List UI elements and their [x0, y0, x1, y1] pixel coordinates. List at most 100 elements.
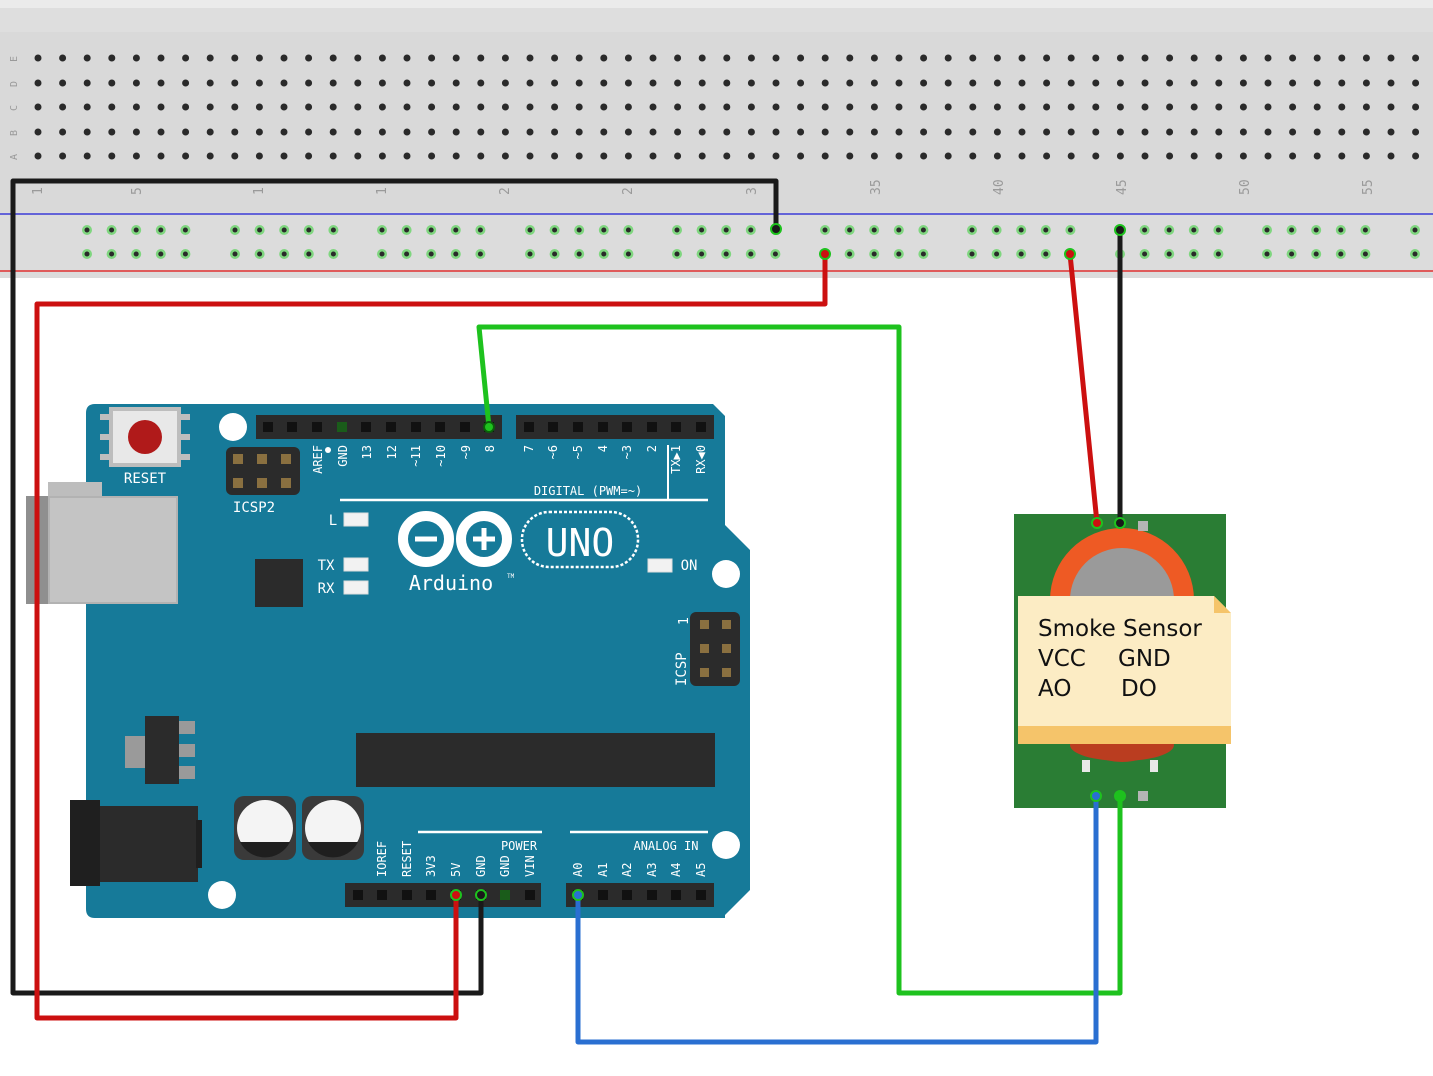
breadboard-hole[interactable]	[551, 152, 559, 160]
breadboard-hole[interactable]	[34, 103, 42, 111]
breadboard-hole[interactable]	[1141, 152, 1149, 160]
header-socket[interactable]	[573, 422, 583, 432]
breadboard-hole[interactable]	[747, 54, 755, 62]
breadboard-hole[interactable]	[1387, 54, 1395, 62]
breadboard-hole[interactable]	[354, 79, 362, 87]
breadboard-hole[interactable]	[674, 103, 682, 111]
breadboard-hole[interactable]	[1190, 79, 1198, 87]
breadboard-hole[interactable]	[944, 128, 952, 136]
breadboard-hole[interactable]	[501, 54, 509, 62]
breadboard-hole[interactable]	[1313, 152, 1321, 160]
breadboard-hole[interactable]	[969, 152, 977, 160]
breadboard-hole[interactable]	[1264, 54, 1272, 62]
breadboard-hole[interactable]	[157, 79, 165, 87]
breadboard-hole[interactable]	[1141, 103, 1149, 111]
breadboard-hole[interactable]	[870, 128, 878, 136]
breadboard-hole[interactable]	[255, 79, 263, 87]
breadboard-hole[interactable]	[575, 54, 583, 62]
breadboard-hole[interactable]	[59, 128, 67, 136]
header-socket[interactable]	[377, 890, 387, 900]
breadboard-hole[interactable]	[1141, 54, 1149, 62]
header-socket[interactable]	[402, 890, 412, 900]
breadboard-hole[interactable]	[575, 152, 583, 160]
breadboard-hole[interactable]	[1018, 79, 1026, 87]
breadboard-hole[interactable]	[649, 128, 657, 136]
breadboard-hole[interactable]	[34, 128, 42, 136]
breadboard-hole[interactable]	[354, 54, 362, 62]
breadboard-hole[interactable]	[920, 79, 928, 87]
breadboard-hole[interactable]	[649, 79, 657, 87]
breadboard-hole[interactable]	[821, 152, 829, 160]
breadboard-hole[interactable]	[1362, 103, 1370, 111]
breadboard-hole[interactable]	[1338, 128, 1346, 136]
breadboard-hole[interactable]	[280, 54, 288, 62]
breadboard-hole[interactable]	[34, 79, 42, 87]
breadboard-hole[interactable]	[674, 54, 682, 62]
reset-button-cap[interactable]	[128, 420, 162, 454]
breadboard-hole[interactable]	[1092, 128, 1100, 136]
breadboard-hole[interactable]	[698, 152, 706, 160]
breadboard-hole[interactable]	[895, 128, 903, 136]
breadboard-hole[interactable]	[59, 54, 67, 62]
breadboard-hole[interactable]	[83, 152, 91, 160]
breadboard-hole[interactable]	[575, 128, 583, 136]
breadboard-hole[interactable]	[1166, 54, 1174, 62]
breadboard-hole[interactable]	[1116, 79, 1124, 87]
header-socket[interactable]	[426, 890, 436, 900]
breadboard-hole[interactable]	[1018, 103, 1026, 111]
breadboard-hole[interactable]	[83, 103, 91, 111]
breadboard-hole[interactable]	[1289, 79, 1297, 87]
breadboard-hole[interactable]	[280, 79, 288, 87]
breadboard-hole[interactable]	[477, 54, 485, 62]
breadboard-hole[interactable]	[1338, 152, 1346, 160]
breadboard-hole[interactable]	[624, 79, 632, 87]
breadboard-hole[interactable]	[1166, 128, 1174, 136]
breadboard-hole[interactable]	[600, 128, 608, 136]
header-socket[interactable]	[647, 890, 657, 900]
breadboard-hole[interactable]	[428, 103, 436, 111]
breadboard-hole[interactable]	[231, 103, 239, 111]
breadboard-hole[interactable]	[1215, 128, 1223, 136]
breadboard-hole[interactable]	[1313, 79, 1321, 87]
breadboard-hole[interactable]	[1215, 79, 1223, 87]
breadboard-hole[interactable]	[1116, 152, 1124, 160]
header-socket[interactable]	[696, 890, 706, 900]
breadboard-hole[interactable]	[132, 128, 140, 136]
breadboard-hole[interactable]	[34, 152, 42, 160]
breadboard-hole[interactable]	[600, 103, 608, 111]
breadboard-hole[interactable]	[1141, 128, 1149, 136]
breadboard-hole[interactable]	[1264, 128, 1272, 136]
breadboard-hole[interactable]	[870, 54, 878, 62]
breadboard-hole[interactable]	[477, 152, 485, 160]
breadboard-hole[interactable]	[477, 103, 485, 111]
breadboard-hole[interactable]	[403, 103, 411, 111]
breadboard-hole[interactable]	[378, 128, 386, 136]
header-socket[interactable]	[361, 422, 371, 432]
breadboard-hole[interactable]	[1362, 128, 1370, 136]
breadboard-hole[interactable]	[1092, 103, 1100, 111]
breadboard-hole[interactable]	[1018, 54, 1026, 62]
header-socket[interactable]	[460, 422, 470, 432]
breadboard-hole[interactable]	[132, 103, 140, 111]
header-socket[interactable]	[411, 422, 421, 432]
header-socket[interactable]	[353, 890, 363, 900]
breadboard-hole[interactable]	[477, 128, 485, 136]
breadboard-hole[interactable]	[329, 54, 337, 62]
breadboard-hole[interactable]	[821, 103, 829, 111]
header-socket[interactable]	[263, 422, 273, 432]
breadboard-hole[interactable]	[870, 79, 878, 87]
breadboard-hole[interactable]	[649, 152, 657, 160]
breadboard-hole[interactable]	[182, 103, 190, 111]
breadboard-hole[interactable]	[1289, 103, 1297, 111]
breadboard-hole[interactable]	[501, 79, 509, 87]
breadboard-hole[interactable]	[108, 128, 116, 136]
breadboard-hole[interactable]	[255, 103, 263, 111]
breadboard-hole[interactable]	[59, 103, 67, 111]
breadboard-hole[interactable]	[772, 128, 780, 136]
breadboard-hole[interactable]	[428, 128, 436, 136]
header-socket[interactable]	[525, 890, 535, 900]
breadboard-hole[interactable]	[132, 152, 140, 160]
breadboard-hole[interactable]	[108, 54, 116, 62]
breadboard-hole[interactable]	[526, 54, 534, 62]
breadboard-hole[interactable]	[1190, 103, 1198, 111]
